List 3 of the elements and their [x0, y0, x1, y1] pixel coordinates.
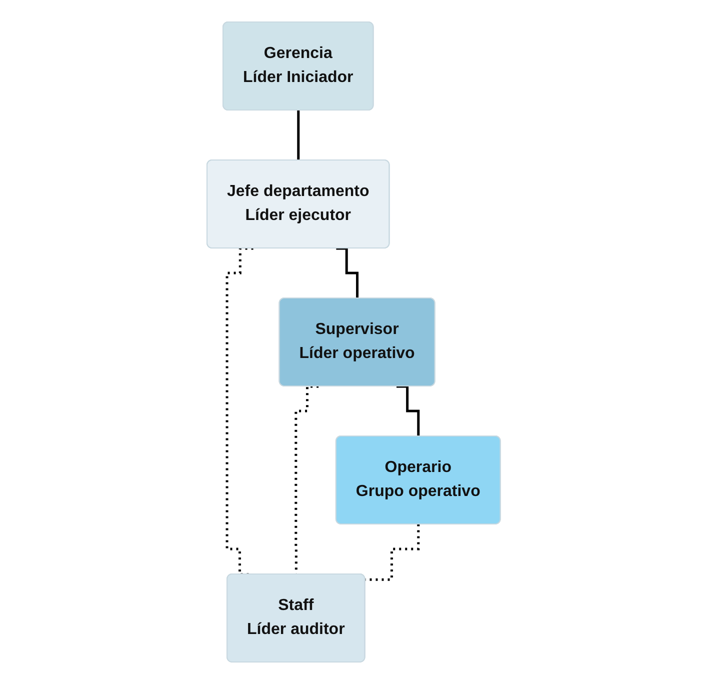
- connector: [396, 384, 420, 438]
- connector: [296, 108, 300, 162]
- connector: [336, 246, 359, 300]
